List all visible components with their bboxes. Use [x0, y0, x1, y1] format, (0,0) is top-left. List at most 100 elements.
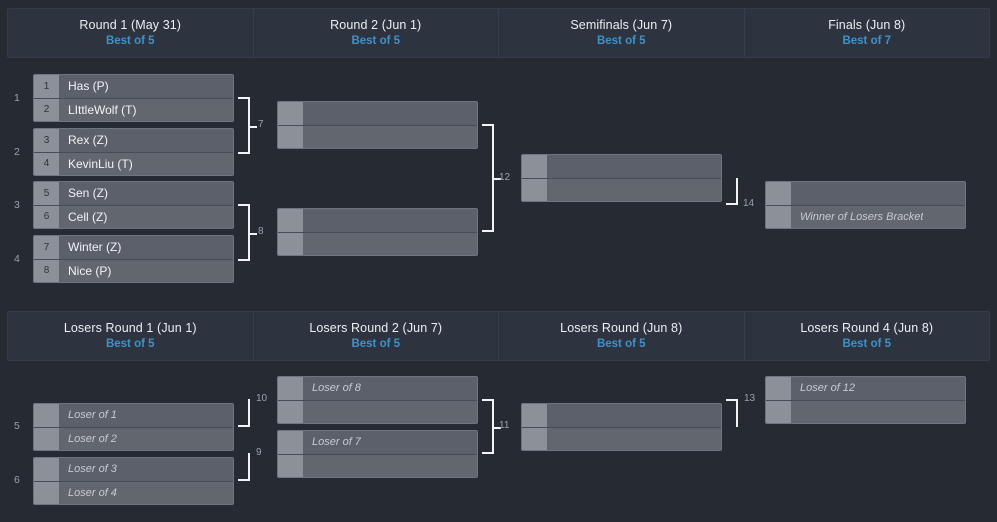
- round-header-winners-semifinals[interactable]: Semifinals (Jun 7) Best of 5: [499, 9, 745, 57]
- connector-l1-to-l2-bottom: [238, 453, 250, 481]
- round-format: Best of 5: [596, 338, 646, 350]
- seed-number: [522, 155, 547, 178]
- connector-stub: [492, 178, 501, 180]
- round-format: Best of 5: [351, 35, 401, 47]
- match-box-l1-1[interactable]: Loser of 1 Loser of 2: [33, 403, 234, 451]
- match-number-w2-2: 8: [258, 226, 264, 237]
- match-slot-bottom[interactable]: [278, 125, 477, 148]
- round-title: Finals (Jun 8): [828, 17, 906, 32]
- player-name: Loser of 8: [312, 382, 361, 395]
- match-slot-top[interactable]: Loser of 7: [278, 431, 477, 455]
- match-slot-top[interactable]: [522, 404, 721, 428]
- match-slot-bottom[interactable]: 2 LIttleWolf (T): [34, 98, 233, 121]
- seed-number: [766, 205, 791, 228]
- match-slot-top[interactable]: 1 Has (P): [34, 75, 233, 99]
- round-title: Semifinals (Jun 7): [570, 17, 673, 32]
- match-slot-top[interactable]: Loser of 1: [34, 404, 233, 428]
- connector-l1-to-l2-top: [238, 399, 250, 427]
- connector-stub: [248, 232, 257, 235]
- player-name: LIttleWolf (T): [68, 102, 137, 117]
- match-slot-top[interactable]: 7 Winter (Z): [34, 236, 233, 260]
- match-slot-bottom[interactable]: 6 Cell (Z): [34, 205, 233, 228]
- player-name: KevinLiu (T): [68, 156, 133, 171]
- match-slot-top[interactable]: Loser of 12: [766, 377, 965, 401]
- player-name: Has (P): [68, 79, 109, 94]
- match-slot-top[interactable]: [766, 182, 965, 206]
- match-slot-bottom[interactable]: 8 Nice (P): [34, 259, 233, 282]
- round-header-losers-2[interactable]: Losers Round 2 (Jun 7) Best of 5: [254, 312, 499, 360]
- seed-number: 5: [34, 182, 59, 205]
- match-slot-top[interactable]: [278, 102, 477, 126]
- connector-semifinal-to-final: [726, 178, 738, 205]
- match-box-semifinal[interactable]: [521, 154, 722, 202]
- match-slot-top[interactable]: 3 Rex (Z): [34, 129, 233, 153]
- match-number-l2-1: 10: [256, 393, 268, 404]
- match-slot-bottom[interactable]: Loser of 2: [34, 427, 233, 450]
- match-slot-bottom[interactable]: 4 KevinLiu (T): [34, 152, 233, 175]
- round-header-winners-2[interactable]: Round 2 (Jun 1) Best of 5: [254, 9, 499, 57]
- match-number-semifinal: 12: [499, 172, 511, 183]
- match-box-w2-1[interactable]: [277, 101, 478, 149]
- round-header-losers-3[interactable]: Losers Round (Jun 8) Best of 5: [499, 312, 745, 360]
- seed-number: [34, 481, 59, 504]
- seed-number: [278, 209, 303, 232]
- player-name: Cell (Z): [68, 209, 108, 224]
- seed-number: 4: [34, 152, 59, 175]
- round-title: Round 2 (Jun 1): [330, 17, 422, 32]
- connector-l2-to-l3: [482, 399, 501, 454]
- round-format: Best of 5: [105, 35, 155, 47]
- match-slot-bottom[interactable]: [766, 400, 965, 423]
- match-box-final[interactable]: Winner of Losers Bracket: [765, 181, 966, 229]
- player-name: Winter (Z): [68, 240, 122, 255]
- match-box-l1-2[interactable]: Loser of 3 Loser of 4: [33, 457, 234, 505]
- match-slot-bottom[interactable]: Winner of Losers Bracket: [766, 205, 965, 228]
- round-format: Best of 5: [105, 338, 155, 350]
- match-box-w1-2[interactable]: 3 Rex (Z) 4 KevinLiu (T): [33, 128, 234, 176]
- match-box-l2-2[interactable]: Loser of 7: [277, 430, 478, 478]
- player-name: Winner of Losers Bracket: [800, 210, 924, 223]
- match-slot-top[interactable]: [522, 155, 721, 179]
- match-slot-top[interactable]: Loser of 3: [34, 458, 233, 482]
- seed-number: [278, 400, 303, 423]
- match-box-w1-4[interactable]: 7 Winter (Z) 8 Nice (P): [33, 235, 234, 283]
- round-header-winners-finals[interactable]: Finals (Jun 8) Best of 7: [745, 9, 990, 57]
- seed-number: [278, 125, 303, 148]
- match-number-w2-1: 7: [258, 119, 264, 130]
- connector-w1-to-w2-top: [238, 97, 257, 154]
- round-header-losers-4[interactable]: Losers Round 4 (Jun 8) Best of 5: [745, 312, 990, 360]
- match-slot-bottom[interactable]: [278, 232, 477, 255]
- match-slot-top[interactable]: 5 Sen (Z): [34, 182, 233, 206]
- match-box-w2-2[interactable]: [277, 208, 478, 256]
- round-header-losers-1[interactable]: Losers Round 1 (Jun 1) Best of 5: [8, 312, 254, 360]
- seed-number: 6: [34, 205, 59, 228]
- match-box-w1-1[interactable]: 1 Has (P) 2 LIttleWolf (T): [33, 74, 234, 122]
- match-slot-bottom[interactable]: [278, 400, 477, 423]
- match-slot-bottom[interactable]: [522, 427, 721, 450]
- round-header-winners-1[interactable]: Round 1 (May 31) Best of 5: [8, 9, 254, 57]
- player-name: Loser of 1: [68, 409, 117, 422]
- match-slot-top[interactable]: [278, 209, 477, 233]
- match-slot-top[interactable]: Loser of 8: [278, 377, 477, 401]
- match-number-w1-1: 1: [14, 92, 20, 104]
- seed-number: 3: [34, 129, 59, 152]
- seed-number: 1: [34, 75, 59, 98]
- player-name: Loser of 4: [68, 486, 117, 499]
- player-name: Sen (Z): [68, 186, 109, 201]
- match-slot-bottom[interactable]: [278, 454, 477, 477]
- seed-number: [522, 404, 547, 427]
- match-slot-bottom[interactable]: [522, 178, 721, 201]
- match-box-w1-3[interactable]: 5 Sen (Z) 6 Cell (Z): [33, 181, 234, 229]
- player-name: Nice (P): [68, 263, 112, 278]
- connector-w2-to-semifinal: [482, 124, 501, 232]
- seed-number: [522, 427, 547, 450]
- match-box-l2-1[interactable]: Loser of 8: [277, 376, 478, 424]
- round-title: Losers Round 4 (Jun 8): [800, 320, 934, 335]
- seed-number: [278, 431, 303, 454]
- match-box-l3[interactable]: [521, 403, 722, 451]
- player-name: Loser of 7: [312, 436, 361, 449]
- match-slot-bottom[interactable]: Loser of 4: [34, 481, 233, 504]
- match-box-l4[interactable]: Loser of 12: [765, 376, 966, 424]
- connector-l3-to-l4: [726, 399, 738, 427]
- match-number-w1-3: 3: [14, 199, 20, 211]
- match-number-l1-1: 5: [14, 420, 20, 432]
